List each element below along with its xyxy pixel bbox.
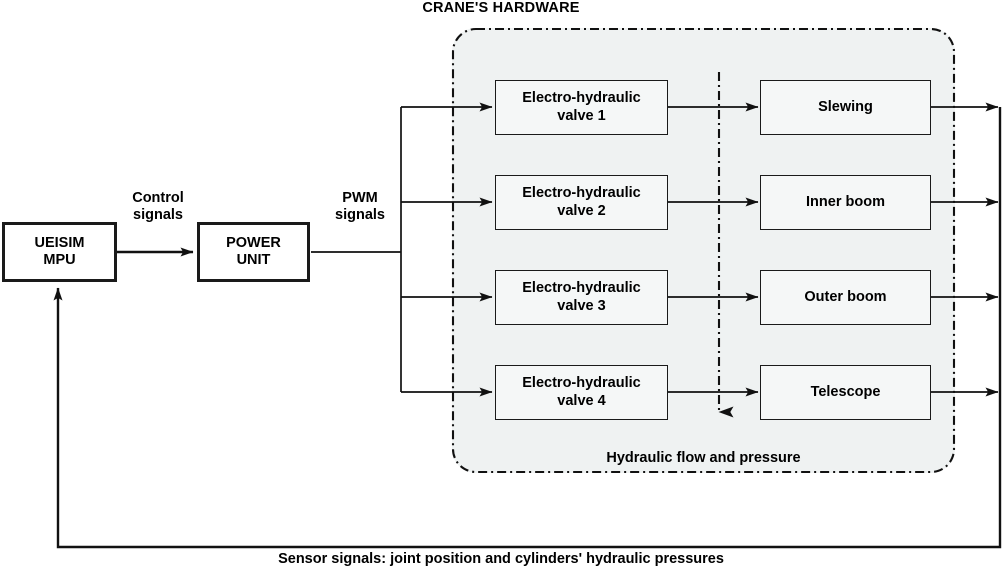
wire-sensor-feedback (53, 107, 1002, 549)
hydraulic-flow-label: Hydraulic flow and pressure (606, 450, 801, 466)
actuator-block-telescope[interactable]: Telescope (760, 365, 931, 420)
power-unit-block[interactable]: POWER UNIT (197, 222, 310, 282)
valve-block-2[interactable]: Electro-hydraulic valve 2 (495, 175, 668, 230)
actuator-block-outer-boom[interactable]: Outer boom (760, 270, 931, 325)
valve-block-1[interactable]: Electro-hydraulic valve 1 (495, 80, 668, 135)
valve-block-4[interactable]: Electro-hydraulic valve 4 (495, 365, 668, 420)
ueisim-mpu-block[interactable]: UEISIM MPU (2, 222, 117, 282)
sensor-signals-label: Sensor signals: joint position and cylin… (278, 551, 724, 567)
pwm-signals-label: PWM signals (335, 190, 385, 223)
valve-block-3[interactable]: Electro-hydraulic valve 3 (495, 270, 668, 325)
control-signals-label: Control signals (132, 190, 184, 223)
actuator-block-slewing[interactable]: Slewing (760, 80, 931, 135)
crane-hardware-border (451, 27, 956, 474)
crane-hardware-title: CRANE'S HARDWARE (422, 0, 580, 16)
wire-power-unit-to-bus (311, 107, 402, 392)
actuator-block-inner-boom[interactable]: Inner boom (760, 175, 931, 230)
